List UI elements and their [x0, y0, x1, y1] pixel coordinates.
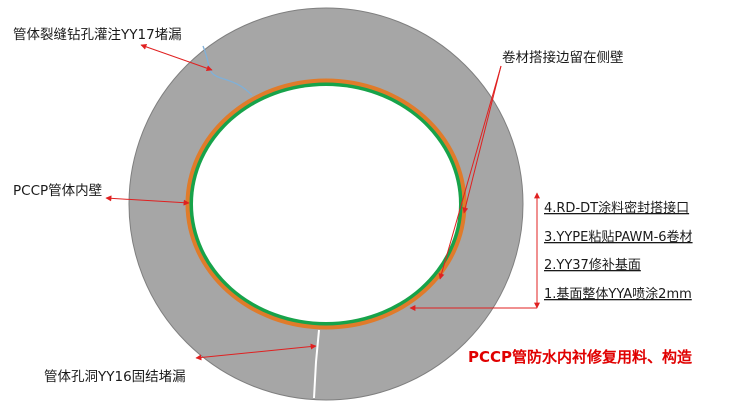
label-crack-grouting: 管体裂缝钻孔灌注YY17堵漏 [13, 27, 182, 43]
arrow-crack-grouting [140, 43, 213, 72]
label-membrane-overlap: 卷材搭接边留在侧壁 [502, 49, 624, 66]
arrow-hole-plugging [195, 343, 317, 361]
diagram-title: PCCP管防水内衬修复用料、构造 [468, 348, 692, 366]
label-hole-plugging: 管体孔洞YY16固结堵漏 [44, 369, 186, 385]
arrow-overlap-upper [462, 65, 502, 214]
arrow-inner-wall [105, 195, 190, 206]
leader-arrows [105, 43, 540, 361]
legend-item-1: 1.基面整体YYA喷涂2mm [544, 286, 692, 302]
legend-item-3: 3.YYPE粘贴PAWM-6卷材 [544, 229, 693, 245]
arrow-overlap-lower [438, 65, 502, 280]
pipe-interior [193, 86, 459, 322]
pipe-cross-section [128, 7, 524, 401]
label-inner-wall: PCCP管体内壁 [13, 183, 102, 199]
legend-item-2: 2.YY37修补基面 [544, 258, 641, 273]
bottom-crack-line [313, 329, 320, 399]
legend-item-4: 4.RD-DT涂料密封搭接口 [544, 200, 689, 216]
layer-legend: 4.RD-DT涂料密封搭接口 3.YYPE粘贴PAWM-6卷材 2.YY37修补… [544, 200, 693, 302]
